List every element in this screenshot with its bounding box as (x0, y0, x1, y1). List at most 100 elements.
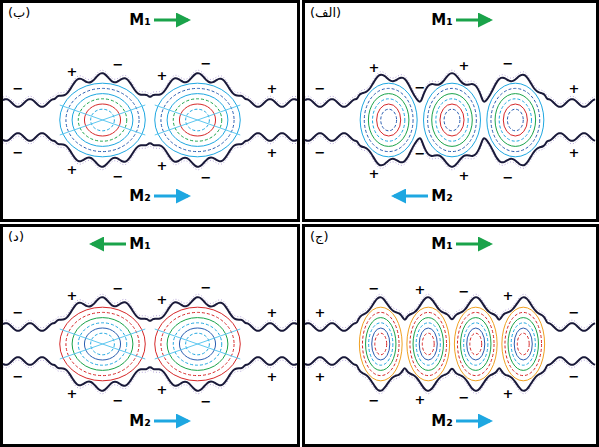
wavy-wall (305, 73, 595, 107)
field-arrow (154, 19, 188, 22)
wavy-wall (3, 133, 297, 167)
streamline (503, 104, 527, 136)
streamline (155, 105, 241, 135)
field-arrow (456, 19, 490, 22)
charge-sign: − (113, 58, 124, 71)
charge-sign: − (459, 285, 470, 298)
charge-sign: + (67, 386, 78, 399)
magnetization-label: M₂ (431, 414, 453, 429)
streamline (464, 323, 488, 365)
wavy-wall (305, 133, 595, 167)
panel-letter: (د) (8, 230, 24, 243)
charge-sign: + (157, 292, 168, 305)
charge-sign: − (201, 56, 212, 69)
panel-border (2, 226, 299, 446)
panel (2, 226, 299, 446)
streamline (364, 88, 413, 151)
charge-sign: + (157, 383, 168, 396)
wavy-wall (3, 73, 297, 107)
charge-sign: − (201, 171, 212, 184)
field-arrow (154, 195, 188, 198)
streamline (410, 312, 447, 375)
streamline (505, 312, 542, 375)
panel-border (304, 226, 598, 446)
magnetization-label: M₁ (431, 13, 453, 28)
charge-sign: − (201, 280, 212, 293)
panel-border (2, 2, 299, 221)
streamline (499, 99, 531, 141)
streamline (491, 88, 540, 151)
streamline (360, 83, 417, 157)
field-arrow (394, 195, 428, 198)
field-arrow (154, 420, 188, 423)
charge-sign: − (569, 306, 580, 319)
charge-sign: − (503, 57, 514, 70)
field-arrow (456, 243, 490, 246)
streamline (155, 329, 241, 359)
streamline (444, 109, 460, 131)
streamline (373, 99, 405, 141)
streamline (372, 328, 390, 360)
charge-sign: + (67, 65, 78, 78)
streamline (155, 105, 241, 135)
streamline (502, 307, 545, 381)
charge-sign: − (315, 146, 326, 159)
panel-border (304, 2, 598, 221)
streamline (381, 109, 397, 131)
magnetization-label: M₂ (129, 189, 151, 204)
panel-letter: (الف) (310, 6, 341, 19)
charge-sign: − (503, 170, 514, 183)
charge-sign: − (113, 282, 124, 295)
streamline (368, 94, 409, 147)
magnetization-label: M₁ (431, 237, 453, 252)
panel-letter: (ب) (8, 6, 30, 19)
streamline (369, 323, 393, 365)
streamline (507, 109, 523, 131)
wall-shadow (305, 136, 595, 170)
magnetization-label: M₂ (129, 414, 151, 429)
panel (2, 2, 299, 221)
streamline (514, 328, 532, 360)
wall-shadow (305, 294, 595, 328)
charge-sign: + (267, 146, 278, 159)
charge-sign: − (369, 394, 380, 407)
wall-shadow (3, 360, 297, 394)
charge-sign: + (569, 146, 580, 159)
charge-sign: + (157, 68, 168, 81)
streamline (377, 104, 401, 136)
charge-sign: − (13, 306, 24, 319)
charge-sign: + (369, 60, 380, 73)
streamline (424, 83, 481, 157)
charge-sign: + (267, 306, 278, 319)
charge-sign: − (201, 395, 212, 408)
panel-letter: (ج) (310, 230, 329, 243)
magnetization-label: M₁ (129, 237, 151, 252)
charge-sign: − (369, 281, 380, 294)
streamline (457, 312, 494, 375)
wall-shadow (305, 360, 595, 394)
streamline (517, 333, 529, 355)
magnetization-label: M₁ (129, 13, 151, 28)
charge-sign: − (315, 82, 326, 95)
streamline (60, 329, 146, 359)
streamline (487, 83, 544, 157)
streamline (413, 318, 443, 371)
magnetization-label: M₂ (431, 189, 453, 204)
charge-sign: + (503, 386, 514, 399)
streamline (461, 318, 491, 371)
panel (304, 226, 598, 446)
streamline (60, 307, 146, 381)
streamline (467, 328, 485, 360)
streamline (359, 307, 402, 381)
streamline (495, 94, 536, 147)
wall-shadow (3, 70, 297, 104)
charge-sign: + (267, 370, 278, 383)
charge-sign: − (459, 390, 470, 403)
charge-sign: + (315, 306, 326, 319)
streamline (407, 307, 450, 381)
streamline (155, 329, 241, 359)
charge-sign: + (459, 59, 470, 72)
wall-shadow (3, 136, 297, 170)
wall-shadow (3, 294, 297, 328)
